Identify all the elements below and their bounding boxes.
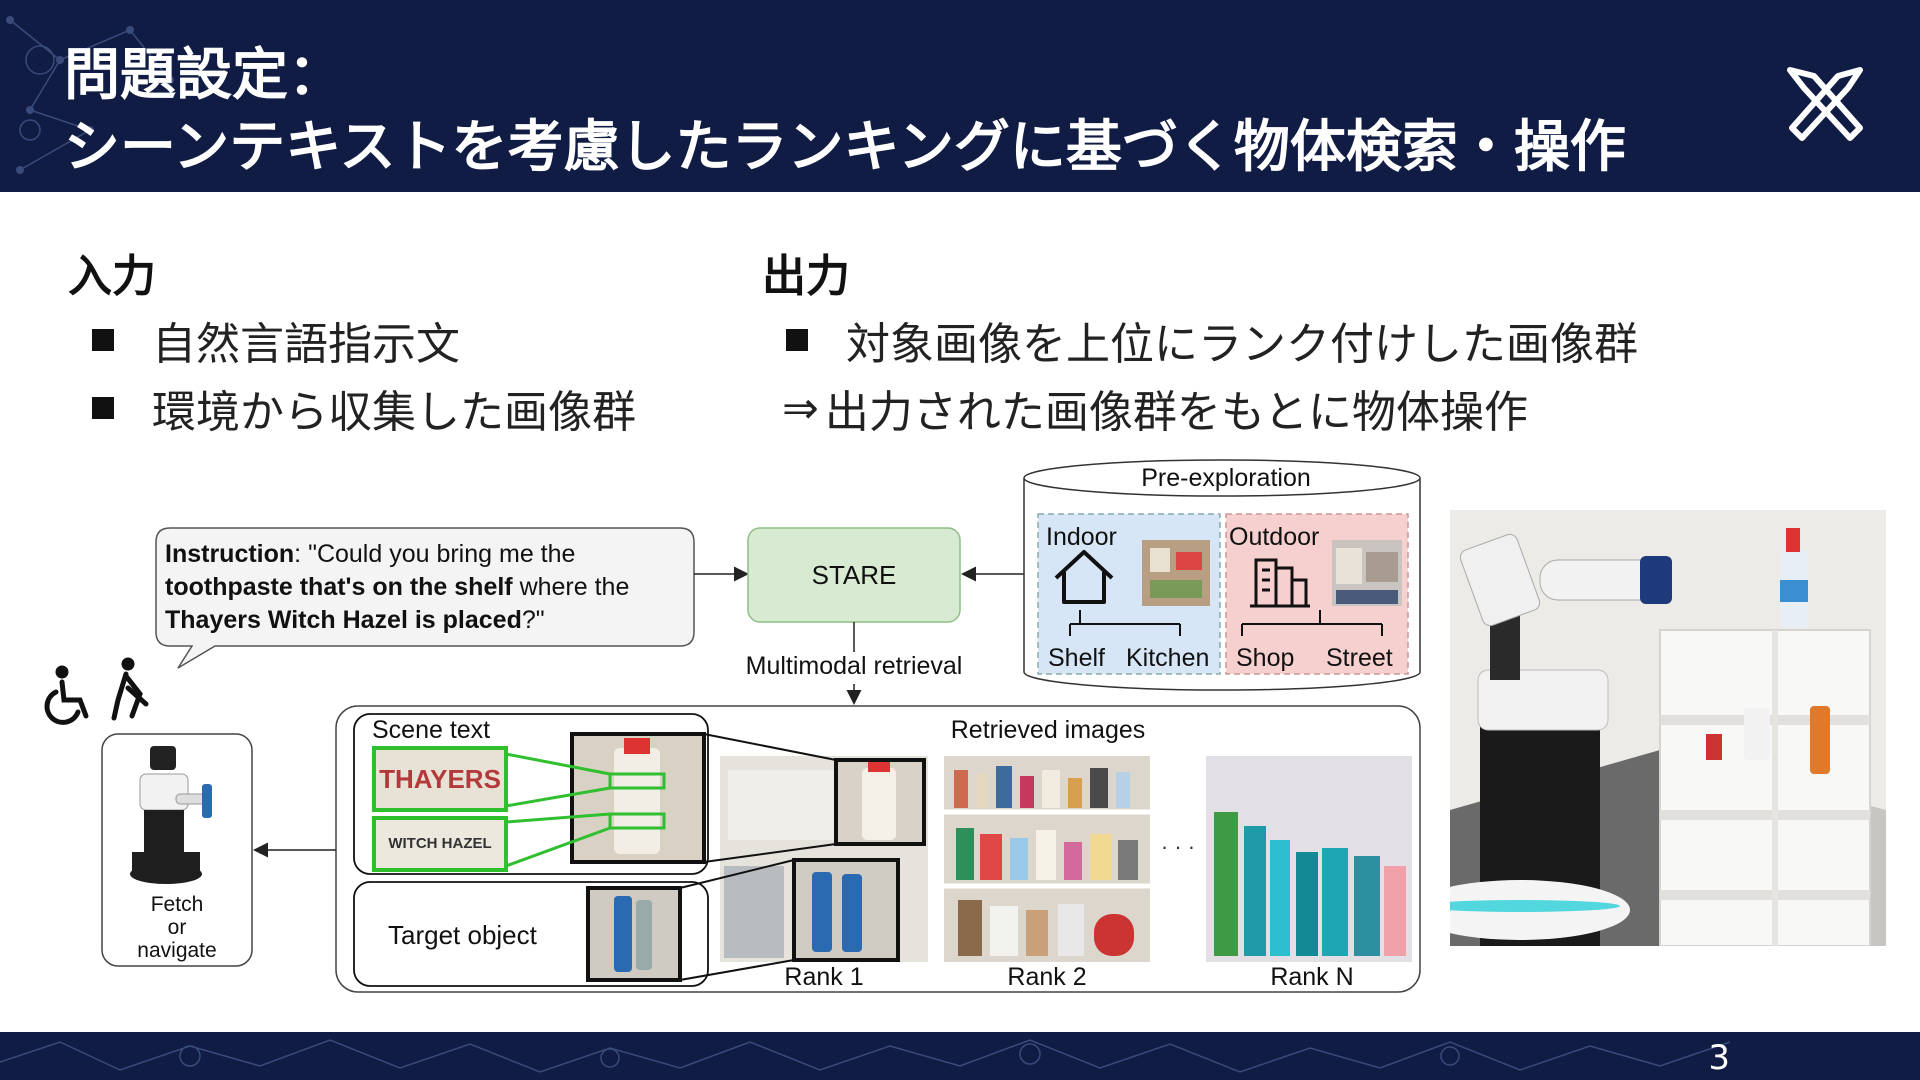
retrieved-images-panel: Retrieved images Scene text THAYERS WITC…	[335, 705, 1421, 993]
house-icon	[1054, 550, 1114, 604]
instruction-text: where the	[513, 573, 630, 601]
pre-exploration-title: Pre-exploration	[1141, 464, 1311, 492]
ellipsis-label: · · ·	[1161, 834, 1195, 859]
caregiver-person-icon	[111, 657, 149, 721]
kitchen-label: Kitchen	[1126, 644, 1209, 672]
city-buildings-icon	[1250, 558, 1310, 608]
input-item-instruction: 自然言語指示文	[92, 308, 460, 372]
bullet-square-icon	[786, 329, 808, 351]
instruction-label: Instruction	[165, 540, 294, 568]
network-pattern-decoration	[0, 1039, 1731, 1073]
rank2-label: Rank 2	[1007, 963, 1086, 991]
output-arrow-text: 出力された画像群をもとに物体操作	[824, 387, 1528, 438]
rankN-label: Rank N	[1270, 963, 1353, 991]
bullet-square-icon	[92, 397, 114, 419]
instruction-text: : "Could you bring me the	[294, 540, 575, 568]
indoor-label: Indoor	[1046, 523, 1117, 551]
title-banner: 問題設定： シーンテキストを考慮したランキングに基づく物体検索・操作	[0, 0, 1920, 192]
svg-text:toothpaste that's on the shelf: toothpaste that's on the shelf where the	[165, 573, 629, 601]
robot-action-line1: Fetch	[151, 893, 204, 916]
toothpaste-image	[586, 886, 682, 982]
instruction-speech-bubble: Instruction: "Could you bring me the too…	[155, 527, 695, 669]
scene-text-variant: WITCH HAZEL	[388, 835, 491, 852]
scene-text-brand: THAYERS	[379, 764, 501, 794]
output-item: 対象画像を上位にランク付けした画像群	[786, 308, 1638, 372]
shop-label: Shop	[1236, 644, 1294, 672]
scene-text-crop-brand	[372, 746, 508, 812]
input-item-text: 自然言語指示文	[152, 319, 460, 370]
crossed-tools-logo-icon	[1787, 67, 1863, 141]
robot-shelf-scene-image	[1450, 510, 1886, 946]
rank1-label: Rank 1	[784, 963, 863, 991]
robot-action-line2: or	[168, 916, 187, 939]
output-item-text: 対象画像を上位にランク付けした画像群	[846, 319, 1638, 370]
scene-text-label: Scene text	[372, 716, 490, 744]
input-heading: 入力	[68, 251, 156, 302]
robot-icon	[130, 746, 212, 884]
retrieved-images-label: Retrieved images	[951, 716, 1146, 744]
instruction-target-phrase: toothpaste that's on the shelf	[165, 573, 513, 601]
slide-title-line2: シーンテキストを考慮したランキングに基づく物体検索・操作	[64, 115, 1626, 180]
robot-action-line3: navigate	[137, 939, 216, 962]
target-object-label: Target object	[388, 920, 538, 950]
instruction-landmark-phrase: Thayers Witch Hazel is placed	[165, 606, 522, 634]
instruction-text: ?"	[522, 606, 545, 634]
pre-exploration-database: Pre-exploration Indoor Shelf Kitchen Out…	[1023, 459, 1421, 691]
outdoor-label: Outdoor	[1229, 523, 1319, 551]
scene-text-crop-variant	[372, 816, 508, 872]
stare-model-box: STARE	[747, 527, 961, 623]
output-heading: 出力	[762, 251, 850, 302]
footer-banner: 3	[0, 1032, 1920, 1080]
output-arrow-line: ⇒ 出力された画像群をもとに物体操作	[782, 376, 1528, 440]
stare-label: STARE	[812, 560, 897, 590]
fetch-or-navigate-box: Fetch or navigate	[101, 733, 253, 967]
implies-arrow-icon: ⇒	[782, 382, 819, 434]
street-label: Street	[1326, 644, 1393, 672]
svg-text:Thayers Witch Hazel is placed?: Thayers Witch Hazel is placed?"	[165, 606, 545, 634]
bullet-square-icon	[92, 329, 114, 351]
multimodal-retrieval-label: Multimodal retrieval	[746, 652, 963, 680]
page-number: 3	[1708, 1038, 1730, 1078]
svg-text:Instruction: "Could you bring: Instruction: "Could you bring me the	[165, 540, 575, 568]
network-pattern-decoration	[6, 16, 174, 174]
wheelchair-user-icon	[44, 665, 89, 725]
input-item-images: 環境から収集した画像群	[92, 376, 636, 440]
shelf-label: Shelf	[1048, 644, 1105, 672]
robot-manipulation-photo	[1450, 510, 1886, 946]
input-item-text: 環境から収集した画像群	[152, 387, 636, 438]
slide-title-line1: 問題設定：	[64, 43, 344, 108]
